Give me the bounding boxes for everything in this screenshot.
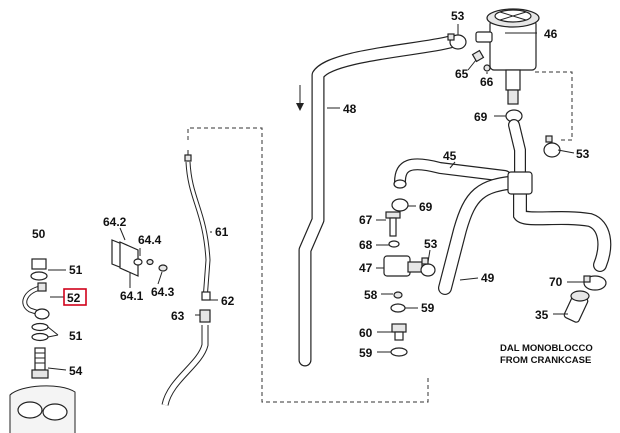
hose-48 <box>296 35 457 367</box>
label-68: 68 <box>359 238 373 252</box>
label-35: 35 <box>535 308 549 322</box>
breather-46 <box>475 8 540 105</box>
label-58: 58 <box>364 288 378 302</box>
oring-59-top <box>390 303 406 313</box>
part-labels: 46 53 65 66 48 69 53 45 61 62 63 64.2 64… <box>32 9 590 378</box>
label-60: 60 <box>359 326 373 340</box>
bracket-64 <box>111 239 168 277</box>
note-line-1: DAL MONOBLOCCO <box>500 343 593 354</box>
clamp-70 <box>583 275 607 291</box>
bolt-67 <box>385 211 401 237</box>
label-69-mid: 69 <box>419 200 433 214</box>
label-64-3: 64.3 <box>151 285 175 299</box>
nut-50 <box>31 258 47 270</box>
crankcase-section <box>9 385 76 433</box>
label-62: 62 <box>221 294 235 308</box>
label-61: 61 <box>215 225 229 239</box>
label-45: 45 <box>443 149 457 163</box>
highlight-box-52 <box>63 288 87 306</box>
label-53-right: 53 <box>576 147 590 161</box>
bolt-54 <box>31 347 49 379</box>
clamp-53-right <box>543 135 561 158</box>
label-53-top: 53 <box>451 9 465 23</box>
valve-47 <box>383 255 423 277</box>
hose-49 <box>438 119 612 295</box>
hose-45 <box>393 158 511 189</box>
leader-lines <box>47 24 584 371</box>
label-63: 63 <box>171 309 185 323</box>
union-52 <box>22 282 50 320</box>
label-51-bottom: 51 <box>69 329 83 343</box>
oring-59-bottom <box>390 347 408 357</box>
washer-51-top <box>30 271 48 281</box>
label-50: 50 <box>32 227 46 241</box>
fitting-35 <box>563 290 590 323</box>
washers-51-bottom <box>31 322 49 342</box>
label-48: 48 <box>343 102 357 116</box>
label-69-top: 69 <box>474 110 488 124</box>
label-70: 70 <box>549 275 563 289</box>
note-line-2: FROM CRANKCASE <box>500 355 591 366</box>
label-47: 47 <box>359 261 373 275</box>
washer-68 <box>388 240 400 248</box>
label-64-2: 64.2 <box>103 215 127 229</box>
pipe-61 <box>161 150 211 406</box>
plug-60 <box>391 323 407 341</box>
dashed-routing <box>187 71 573 403</box>
label-64-1: 64.1 <box>120 289 144 303</box>
pin-58 <box>393 291 403 299</box>
clamp-53-mid <box>420 257 436 277</box>
clamp-69-mid <box>391 198 409 212</box>
screw-66 <box>483 64 491 72</box>
label-51-top: 51 <box>69 263 83 277</box>
source-note: DAL MONOBLOCCO FROM CRANKCASE <box>500 343 593 366</box>
label-64-4: 64.4 <box>138 233 162 247</box>
label-54: 54 <box>69 364 83 378</box>
screw-65 <box>471 49 485 63</box>
label-53-mid: 53 <box>424 237 438 251</box>
label-59-bottom: 59 <box>359 346 373 360</box>
label-66: 66 <box>480 75 494 89</box>
label-52: 52 <box>67 291 81 305</box>
label-65: 65 <box>455 67 469 81</box>
label-67: 67 <box>359 213 373 227</box>
label-59-top: 59 <box>421 301 435 315</box>
label-49: 49 <box>481 271 495 285</box>
label-46: 46 <box>544 27 558 41</box>
